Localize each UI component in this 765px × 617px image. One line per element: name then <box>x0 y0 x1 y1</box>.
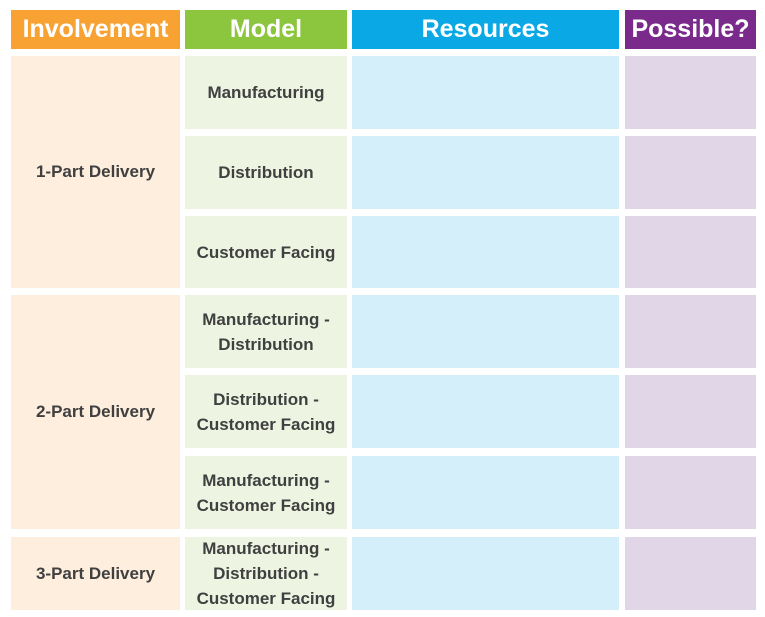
model-cell: Distribution - Customer Facing <box>185 375 347 448</box>
model-label: Distribution <box>218 163 314 182</box>
model-label: Manufacturing - Customer Facing <box>196 470 336 515</box>
possible-cell[interactable] <box>625 56 756 129</box>
resources-cell[interactable] <box>352 375 619 448</box>
resources-cell[interactable] <box>352 295 619 368</box>
involvement-cell-3-part: 3-Part Delivery <box>11 537 180 610</box>
possible-cell[interactable] <box>625 295 756 368</box>
involvement-cell-1-part: 1-Part Delivery <box>11 56 180 288</box>
resources-cell[interactable] <box>352 136 619 209</box>
model-label: Manufacturing - Distribution <box>202 309 330 354</box>
possible-cell[interactable] <box>625 375 756 448</box>
possible-header: Possible? <box>625 10 756 49</box>
possible-cell[interactable] <box>625 136 756 209</box>
possible-cell[interactable] <box>625 216 756 288</box>
model-label: Customer Facing <box>196 242 336 262</box>
model-cell: Manufacturing - Customer Facing <box>185 456 347 529</box>
model-cell: Distribution <box>185 136 347 209</box>
resources-header: Resources <box>352 10 619 49</box>
involvement-cell-2-part: 2-Part Delivery <box>11 295 180 529</box>
model-cell: Customer Facing <box>185 216 347 288</box>
model-header: Model <box>185 10 347 49</box>
model-cell: Manufacturing - Distribution - Customer … <box>185 537 347 610</box>
model-cell: Manufacturing <box>185 56 347 129</box>
model-cell: Manufacturing - Distribution <box>185 295 347 368</box>
resources-cell[interactable] <box>352 537 619 610</box>
resources-cell[interactable] <box>352 56 619 129</box>
model-label: Distribution - Customer Facing <box>196 389 336 434</box>
involvement-header: Involvement <box>11 10 180 49</box>
resources-cell[interactable] <box>352 216 619 288</box>
model-label: Manufacturing - Distribution - Customer … <box>196 539 336 608</box>
resources-cell[interactable] <box>352 456 619 529</box>
possible-cell[interactable] <box>625 456 756 529</box>
possible-cell[interactable] <box>625 537 756 610</box>
model-label: Manufacturing <box>207 83 325 102</box>
